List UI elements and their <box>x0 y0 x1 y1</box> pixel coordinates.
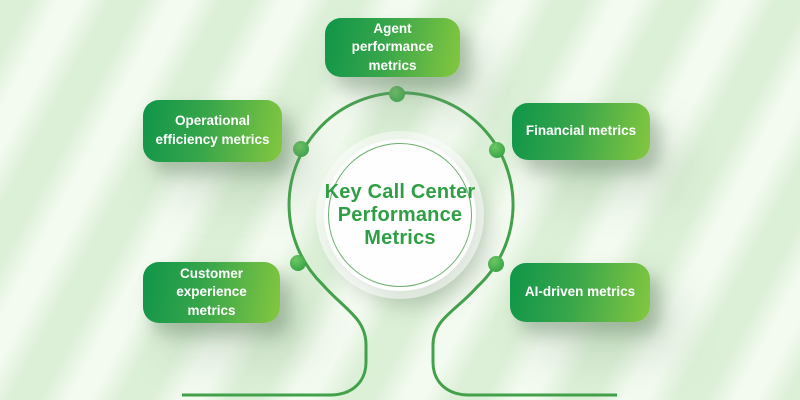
connector-dot <box>489 142 505 158</box>
node-label: AI-driven metrics <box>524 284 636 300</box>
node-label: Agent performance metrics <box>351 20 434 73</box>
node-customer-experience-metrics: Customer experience metrics <box>143 262 280 323</box>
connector-dot <box>290 255 306 271</box>
node-ai-driven-metrics: AI-driven metrics <box>510 263 650 322</box>
node-agent-performance-metrics: Agent performance metrics <box>325 18 460 77</box>
node-label: Financial metrics <box>525 123 637 139</box>
connector-dot <box>293 141 309 157</box>
node-label: Operational efficiency metrics <box>155 113 270 147</box>
connector-dot <box>488 256 504 272</box>
node-operational-efficiency-metrics: Operational efficiency metrics <box>143 100 282 162</box>
central-circle: Key Call Center Performance Metrics <box>324 139 476 291</box>
node-financial-metrics: Financial metrics <box>512 103 650 160</box>
connector-dot <box>389 86 405 102</box>
node-label: Customer experience metrics <box>176 265 247 318</box>
diagram-title: Key Call Center Performance Metrics <box>324 180 476 249</box>
